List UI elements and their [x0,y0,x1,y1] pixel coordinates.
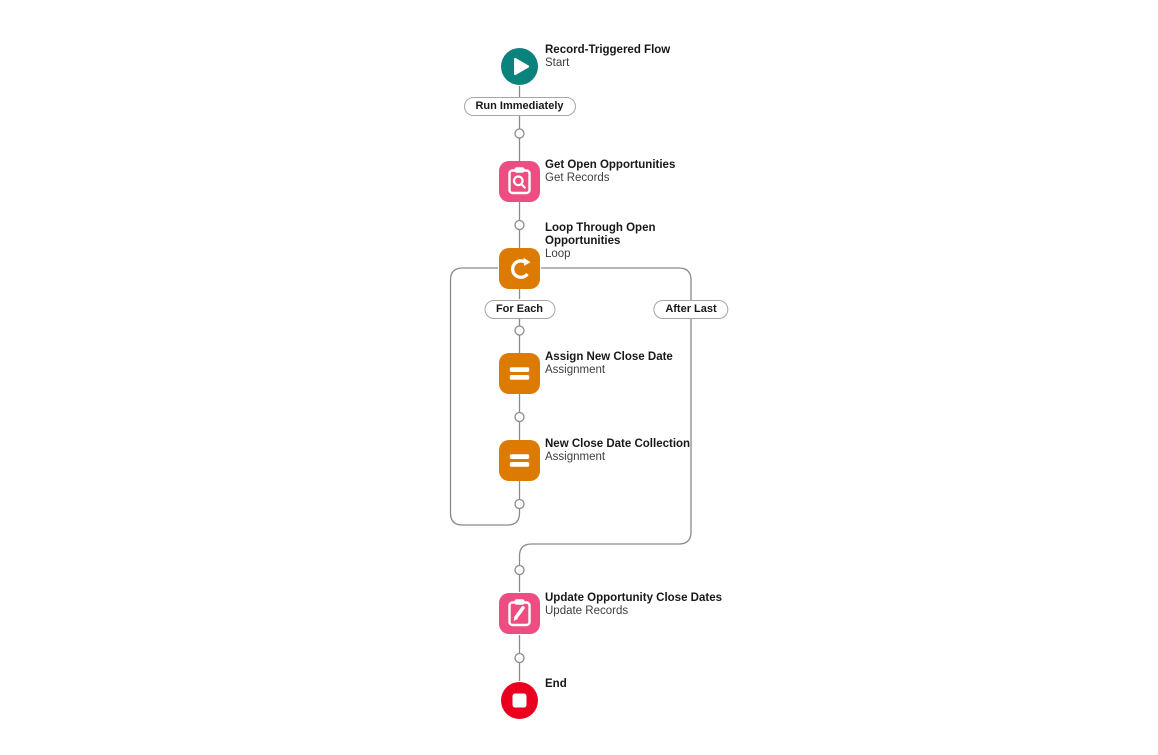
start-node-button[interactable] [501,48,538,85]
assignment2-node-label: New Close Date Collection Assignment [545,438,690,464]
node-title: Assign New Close Date [545,351,673,363]
node-start [501,48,538,85]
connector-label-run-immediately: Run Immediately [463,97,576,116]
loop-icon [511,257,531,279]
stop-icon [512,693,527,707]
record-update-icon [508,599,531,627]
start-node-label: Record-Triggered Flow Start [545,44,670,70]
get-records-node-label: Get Open Opportunities Get Records [545,159,675,185]
node-subtitle: Assignment [545,451,606,463]
connector-lines [449,86,692,681]
node-get-open-opportunities [499,161,540,202]
record-lookup-icon [508,167,531,195]
node-subtitle: Start [545,57,570,69]
node-title: Update Opportunity Close Dates [545,592,722,604]
assignment-icon [509,367,530,380]
add-element-button[interactable] [514,411,525,423]
add-element-button[interactable] [514,219,525,231]
assignment-icon [509,454,530,467]
node-title: New Close Date Collection [545,438,691,450]
node-new-close-date-collection [499,440,540,481]
connector-label-for-each: For Each [483,300,556,319]
node-update-opportunity-close-dates [499,593,540,634]
play-icon [513,57,530,75]
end-node-button[interactable] [501,681,538,719]
node-title: End [545,678,567,690]
add-element-button[interactable] [514,564,525,576]
node-subtitle: Loop [545,248,571,260]
add-element-button[interactable] [514,498,525,510]
node-end [501,681,538,719]
assignment-node-button[interactable] [499,353,540,394]
node-subtitle: Assignment [545,364,606,376]
loop-node-label: Loop Through Open Opportunities Loop [545,222,667,261]
after-last-connector [518,267,692,566]
add-element-button[interactable] [514,652,525,664]
loop-back-connector [449,267,521,526]
node-title: Loop Through Open Opportunities [545,222,656,247]
end-node-label: End [545,678,567,691]
node-subtitle: Update Records [545,605,629,617]
assignment1-node-label: Assign New Close Date Assignment [545,351,673,377]
node-loop [499,248,540,289]
get-records-node-button[interactable] [499,161,540,202]
update-records-node-label: Update Opportunity Close Dates Update Re… [545,592,722,618]
node-assign-new-close-date [499,353,540,394]
node-title: Get Open Opportunities [545,159,676,171]
connector-label-after-last: After Last [653,300,729,319]
node-title: Record-Triggered Flow [545,44,671,56]
add-element-button[interactable] [514,325,525,336]
assignment-node-button[interactable] [499,440,540,481]
add-element-button[interactable] [514,128,525,139]
loop-node-button[interactable] [499,248,540,289]
update-records-node-button[interactable] [499,593,540,634]
node-subtitle: Get Records [545,172,610,184]
